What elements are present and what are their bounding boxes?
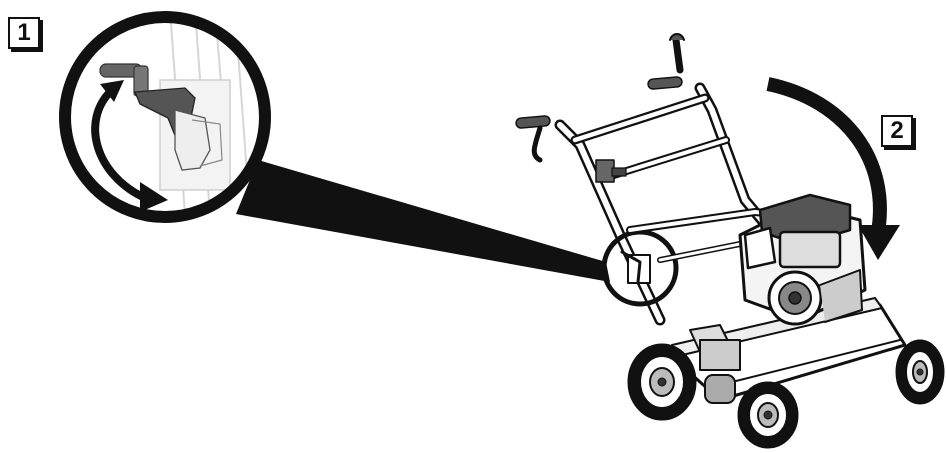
wheel bbox=[896, 340, 944, 404]
step-number-label: 1 bbox=[17, 21, 30, 45]
step-number-1: 1 bbox=[8, 17, 40, 49]
step-number-2: 2 bbox=[881, 115, 913, 147]
wheel bbox=[628, 344, 696, 420]
step-number-label: 2 bbox=[890, 119, 903, 143]
wheel bbox=[738, 382, 798, 448]
zoom-detail bbox=[65, 10, 265, 217]
zoom-callout-cone bbox=[236, 160, 610, 282]
